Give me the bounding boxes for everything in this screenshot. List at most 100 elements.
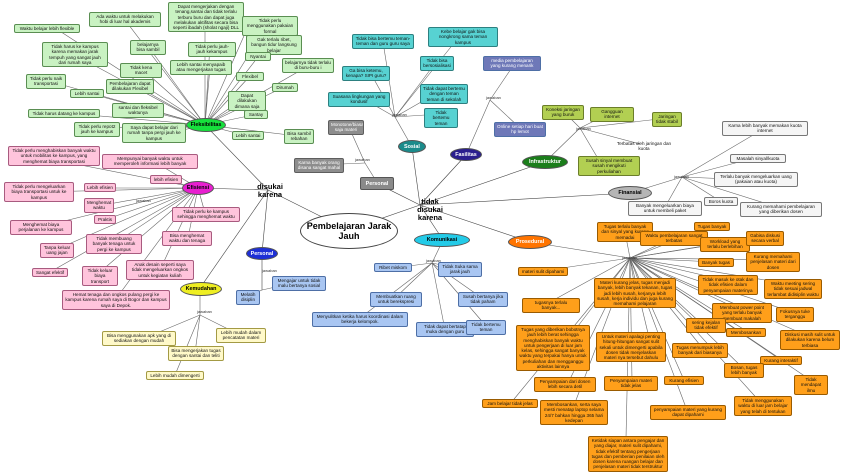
node-p23: Penyampaian materi tidak jelas <box>604 376 658 391</box>
label-jawaban: jawaban <box>136 198 151 203</box>
node-p31: Ketidak siapan antara pengajar dan yang … <box>588 436 668 472</box>
node-e14: Tidak keluar biaya transport <box>82 266 118 286</box>
node-e12: Tidak membuang banyak tenaga untuk pergi… <box>86 234 142 254</box>
node-f15: Flexibel <box>236 72 264 82</box>
node-e8: Menghemat biaya perjalanan ke kampus <box>10 220 72 235</box>
node-i2: Gangguan internet <box>590 107 634 122</box>
label-jawaban: jawaban <box>392 112 407 117</box>
node-f23: Saya dapat belajar dari rumah tanpa perg… <box>122 123 186 143</box>
node-p18: Membosankan <box>726 328 766 338</box>
node-f25: Bisa sambil rebahan <box>284 129 314 144</box>
node-f7: Tidak perlu jauh-jauh kekampus <box>188 42 236 57</box>
node-e7: Tidak perlu ke kampus sehingga menghemat… <box>172 207 240 222</box>
node-f16: belajarnya tidak terlalu di buru-buru i <box>282 58 334 73</box>
node-ko3: Membuatkan ruang untuk berekspresi <box>370 292 422 307</box>
node-fi3: Terlalu banyak mengeluarkan uang (pakaia… <box>714 172 798 187</box>
hub-fasilitas: Fasilitas <box>450 148 482 161</box>
node-p22: Penyampaian dari dosen lebih secara deti… <box>534 377 596 392</box>
node-e15: Anak desain seperti saya tidak mengeluar… <box>126 260 194 280</box>
label-jawaban: jawaban <box>622 255 637 260</box>
node-p21: Kurang interaktif <box>760 356 802 366</box>
node-p8: materi sulit dipahami <box>518 267 568 277</box>
node-f2: Ada waktu untuk melakukan hobi di luar h… <box>89 12 161 27</box>
node-ko7: Tidak bertemu teman <box>466 320 506 335</box>
node-f5: belajarnya bisa sambil <box>130 40 166 55</box>
node-p4: Workload yang terlalu berlebihan <box>700 237 750 252</box>
node-p19: Diskusi masih sulit untuk dilakukan kare… <box>780 330 840 350</box>
node-p5: Gabisa diskusi secara verbal <box>746 231 784 246</box>
node-p2: Waktu pembelajaran sangat terbatas <box>640 231 708 246</box>
node-f13: Lebih santai menyapaib atau mengerjakan … <box>170 60 232 75</box>
node-f12: Pembelajaran dapat dilakukan Flexibel <box>106 79 154 94</box>
node-f21: Santay <box>244 110 268 120</box>
node-f18: Tidak harus datang ke kampus <box>28 109 100 119</box>
node-f22: Tidak perlu repot2 jauh ke kampus <box>74 122 120 137</box>
label-jawaban: jawaban <box>486 95 501 100</box>
node-e13: Sangat efektif <box>32 268 68 278</box>
node-f4: Tidak harus ke kampus karena memakan jar… <box>42 42 108 68</box>
label-jawaban: jawaban <box>355 157 370 162</box>
node-fi2: Masalah sinyal/kuota <box>730 154 786 164</box>
node-e9: Praktis <box>94 215 116 225</box>
node-k3: Bisa mengerjakan tugas dengan santai dan… <box>168 346 224 361</box>
node-p10: Tidak masuk ke otak dan tidak efisien da… <box>698 275 758 295</box>
node-pl2: Melatih disiplin <box>236 290 260 305</box>
node-fa2: Online setiap hari buat hp lemot <box>494 122 546 137</box>
node-ko1: Ribet miskom <box>374 263 412 273</box>
node-p1: Tugas terlalu banyak dan sinyal yang kur… <box>597 222 653 242</box>
hub-fleksibilitas: Fleksibilitas <box>186 118 226 132</box>
node-e11: Tanpa keluar uang jajan <box>40 243 74 258</box>
node-f3: Dapat mengerjakan dengan tenang,santai d… <box>168 2 244 33</box>
node-f8: Tidak perlu menggunakan pakaian formal <box>242 16 298 36</box>
hub-komunikasi: Komunikasi <box>414 233 470 247</box>
node-e10: Bisa menghemat waktu dan tenaga <box>162 231 212 246</box>
node-e6: Menghemat waktu <box>84 198 114 213</box>
node-p9: Materi kurang jelas, tugas menjadi banya… <box>594 278 676 309</box>
node-i1: Koneksi jaringan yang buruk <box>542 105 584 120</box>
node-p20: Tugas menumpuk lebih banyak dari biasany… <box>672 343 728 358</box>
node-fi1: Karna lebih banyak memakan kuota interne… <box>722 121 808 136</box>
node-s6: Tidak bertemu teman <box>424 108 458 128</box>
node-f17: Dirumah <box>272 83 298 93</box>
node-p14: Fokusnya tuke terganggu <box>776 307 814 322</box>
node-ko5: Menyulitkan ketika harus koordinasi dala… <box>312 312 408 327</box>
hub-kemudahan: Kemudahan <box>180 282 222 296</box>
node-i5: Susah sinyal membuat susah mengikuti per… <box>578 156 640 176</box>
node-e3: lebih efisien <box>150 175 182 185</box>
node-s7: Kebe belajar gak bisa nongkrong sama tem… <box>428 27 498 47</box>
node-f11: Lebih santai <box>70 89 104 99</box>
node-p24: Bosan, tugas lebih banyak <box>724 363 764 378</box>
hub-finansial: Finansial <box>608 186 652 200</box>
node-f14: Nyantai <box>245 52 271 62</box>
connector-left: disukai karena <box>257 182 283 199</box>
node-f1: Waktu belajar lebih flexible <box>14 24 80 34</box>
node-f24: Lebih santai <box>232 131 264 141</box>
node-ko6: Tidak dapat bertatap muka dengan guru <box>416 322 474 337</box>
node-e2: Mempunyai banyak waktu untuk memperoleh … <box>102 154 198 169</box>
node-ko4: Susah bertanya jika tidak paham <box>458 292 508 307</box>
node-p11: Waktu meeting sering tidak sesuai jadwal… <box>764 279 822 299</box>
hub-efisiensi: Efisiensi <box>182 181 214 195</box>
node-pr2: Karna banyak orang disana sangat mahal <box>294 158 344 173</box>
node-i4: Terbatas oleh jaringan dan kuota <box>616 141 672 152</box>
hub-infrastruktur: Infrastruktur <box>522 155 568 169</box>
node-pl1: Mengajar untuk tidak malu bertanya sosia… <box>272 276 326 291</box>
label-jawaban: jawaban <box>576 126 591 131</box>
label-jawaban: jawaban <box>197 309 212 314</box>
node-f10: Tidak perlu naik transportasi <box>26 74 66 89</box>
node-fi4: Boros kuota <box>704 197 738 207</box>
node-k1: Bisa menggunakan apk yang di sediakan de… <box>102 331 176 346</box>
node-p12: tugasnya terlalu banyak... <box>522 298 580 313</box>
node-f6: Tidak kena macet <box>120 63 162 78</box>
node-fa1: media pembelajaran yang kurang menarik <box>483 56 541 71</box>
node-k4: Lebih mudah dimengerti <box>146 371 204 381</box>
label-jawaban: jawaban <box>426 258 441 263</box>
node-f19: santai dan fleksibel waktunya <box>112 103 164 118</box>
connector-right: tidak disukai karena <box>417 197 443 222</box>
label-jawaban: jawaban <box>262 268 277 273</box>
label-jawaban: jawaban <box>674 174 689 179</box>
node-p15: Tugas yang diberikan bobotnya jauh lebih… <box>516 325 590 372</box>
node-p13: Membuat power point yang terlalu banyak … <box>712 303 772 323</box>
node-fi5: Banyak mengeluarkan biaya untuk membeli … <box>628 201 702 216</box>
hub-prosedural: Prosedural <box>508 235 552 249</box>
